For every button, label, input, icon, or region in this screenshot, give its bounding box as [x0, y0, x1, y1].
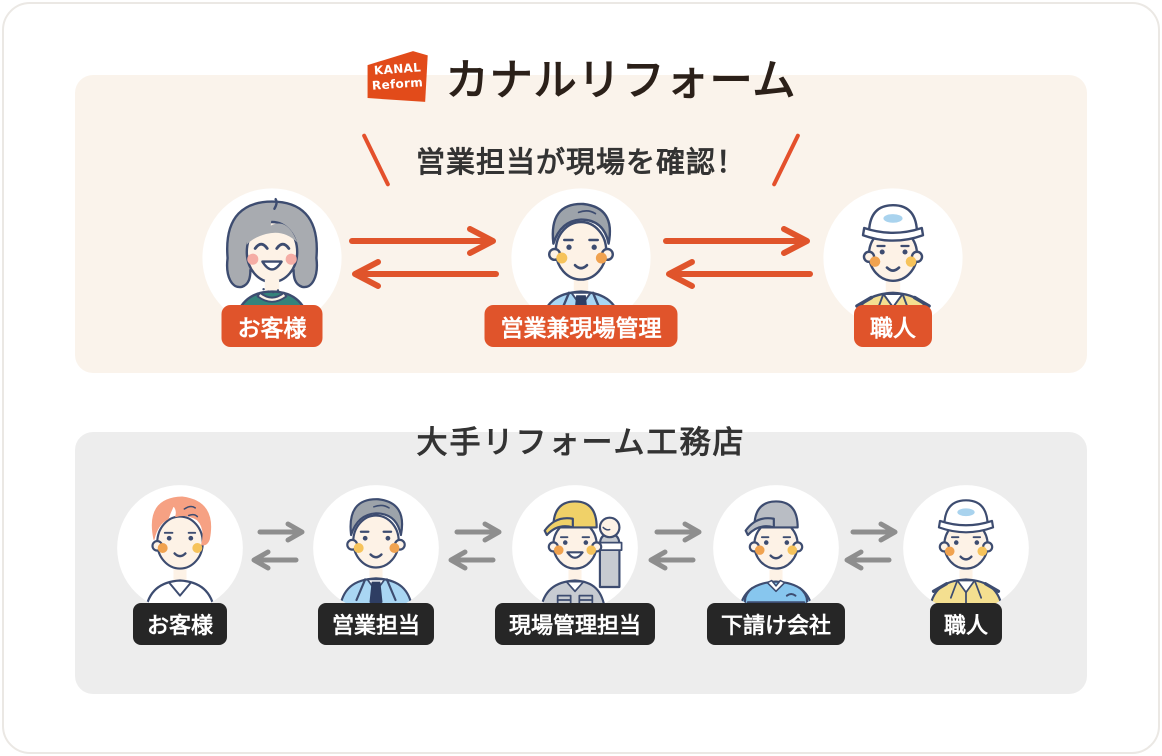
actor-major-craftsman: 職人	[901, 483, 1031, 645]
two-way-arrow-icon	[349, 226, 499, 292]
actor-kanal-craftsman: 職人	[821, 186, 965, 350]
two-way-arrow-icon	[643, 520, 707, 572]
actor-kanal-customer: お客様	[200, 186, 344, 350]
major-flow-title: 大手リフォーム工務店	[416, 425, 746, 461]
callout-text: 営業担当が現場を確認！	[415, 145, 746, 179]
actor-label: 職人	[854, 305, 932, 347]
actor-label: 営業兼現場管理	[484, 305, 678, 347]
logo-badge-line2: Reform	[371, 75, 424, 93]
salesman-avatar	[311, 483, 441, 613]
actor-label: 下請け会社	[706, 603, 846, 645]
two-way-arrow-icon	[839, 520, 903, 572]
actor-major-customer: お客様	[115, 483, 245, 645]
actor-label: 現場管理担当	[494, 603, 656, 645]
actor-label: 職人	[929, 603, 1003, 645]
callout: 営業担当が現場を確認！	[0, 127, 1162, 193]
actor-major-sales: 営業担当	[311, 483, 441, 645]
actor-major-site-manager: 現場管理担当	[494, 483, 656, 645]
two-way-arrow-icon	[663, 226, 813, 292]
craftsman-avatar	[901, 483, 1031, 613]
site-manager-avatar	[510, 483, 640, 613]
young-customer-avatar	[115, 483, 245, 613]
emphasis-slash-left-icon	[361, 133, 391, 187]
actor-label: お客様	[221, 305, 323, 347]
brand-logo: KANAL Reform カナルリフォーム	[0, 46, 1162, 108]
brand-name: カナルリフォーム	[445, 56, 797, 106]
kanal-logo-icon: KANAL Reform	[367, 51, 428, 102]
emphasis-slash-right-icon	[771, 133, 801, 187]
two-way-arrow-icon	[443, 520, 507, 572]
two-way-arrow-icon	[246, 520, 310, 572]
actor-label: お客様	[132, 603, 228, 645]
actor-label: 営業担当	[317, 603, 435, 645]
subcontractor-avatar	[711, 483, 841, 613]
actor-kanal-sales-site-manager: 営業兼現場管理	[484, 186, 678, 350]
actor-major-subcontractor: 下請け会社	[706, 483, 846, 645]
